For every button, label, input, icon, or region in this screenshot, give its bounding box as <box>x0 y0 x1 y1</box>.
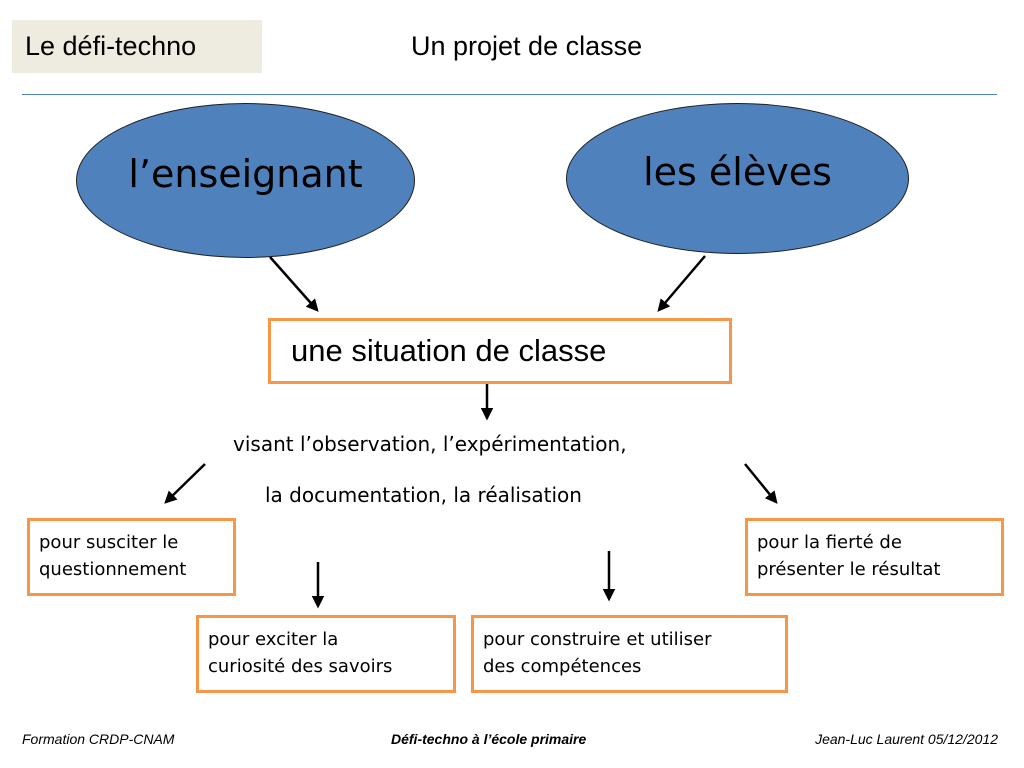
footer-left: Formation CRDP-CNAM <box>22 731 175 747</box>
teacher-oval: l’enseignant <box>76 103 415 258</box>
slide-title: Un projet de classe <box>411 31 643 61</box>
footer-center: Défi-techno à l’école primaire <box>391 731 587 747</box>
section-tag: Le défi-techno <box>12 20 262 73</box>
aim-text-line-2: la documentation, la réalisation <box>265 483 582 507</box>
arrow-teacher-to-situation <box>269 256 319 312</box>
title-divider <box>22 94 997 95</box>
goal-skills-box: pour construire et utiliser des compéten… <box>471 615 788 693</box>
aim-text-line-1: visant l’observation, l’expérimentation, <box>233 432 627 456</box>
students-label: les élèves <box>643 149 832 194</box>
teacher-label: l’enseignant <box>128 151 363 196</box>
students-oval: les élèves <box>566 103 909 254</box>
goal-questioning-box: pour susciter le questionnement <box>27 518 236 596</box>
arrow-to-pride <box>744 463 778 504</box>
situation-label: une situation de classe <box>291 333 607 368</box>
footer-right: Jean-Luc Laurent 05/12/2012 <box>815 731 998 747</box>
situation-box: une situation de classe <box>268 318 732 384</box>
arrow-to-questioning <box>164 463 206 504</box>
goal-curiosity-box: pour exciter la curiosité des savoirs <box>196 615 456 693</box>
goal-pride-box: pour la fierté de présenter le résultat <box>745 518 1004 596</box>
arrow-students-to-situation <box>657 255 706 312</box>
